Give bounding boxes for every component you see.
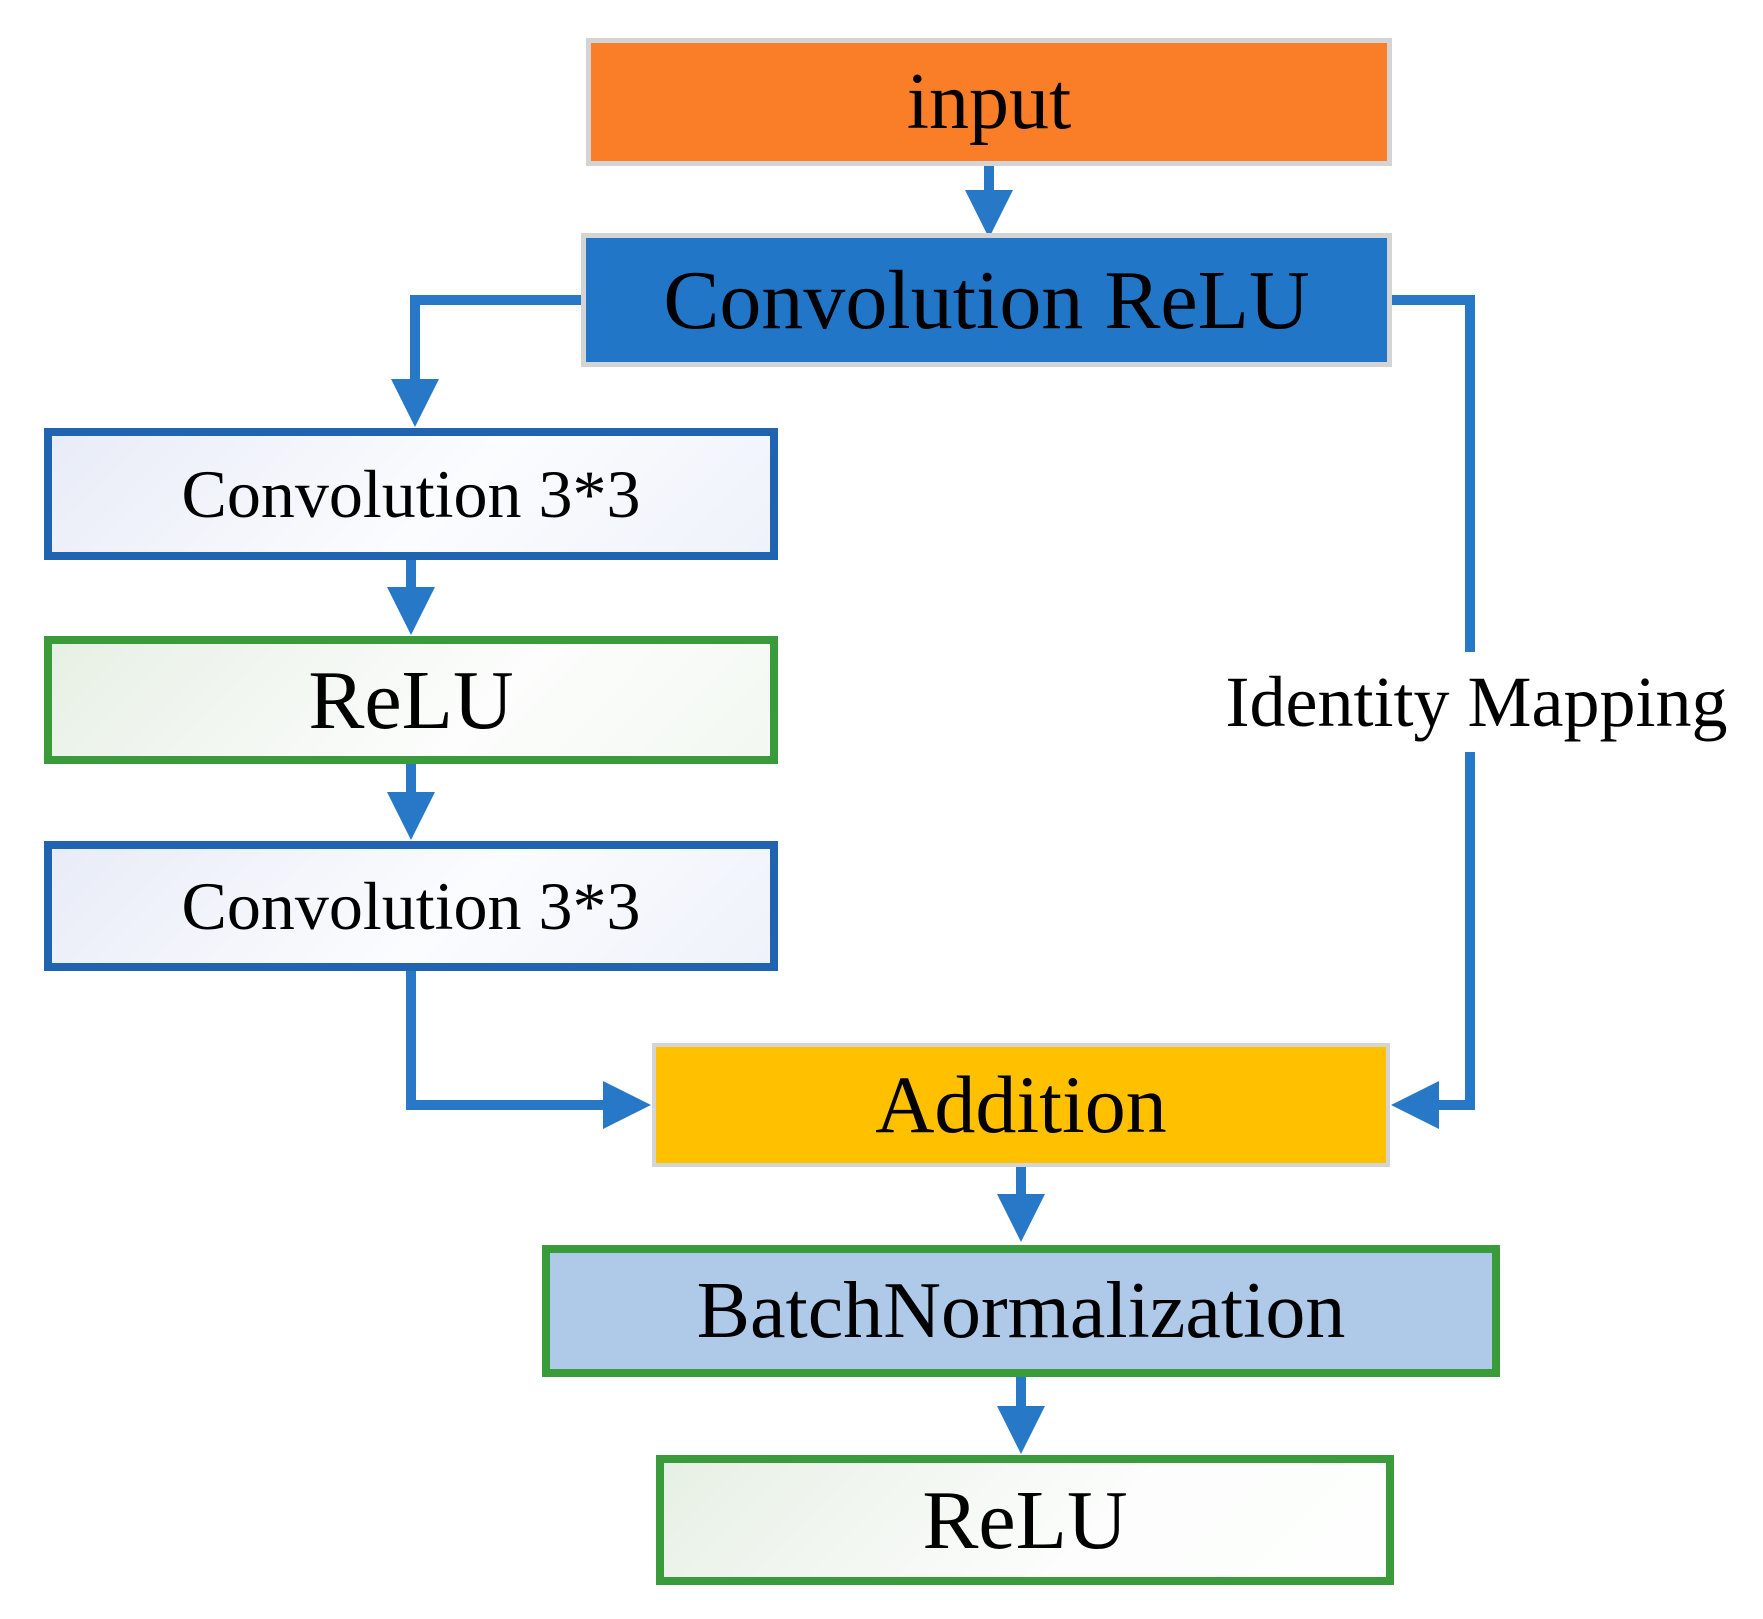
node-relu-output-label: ReLU: [922, 1473, 1128, 1567]
identity-mapping-label: Identity Mapping: [1225, 661, 1728, 742]
node-convolution-3x3-first: Convolution 3*3: [44, 428, 778, 560]
node-input: input: [586, 38, 1392, 166]
node-relu-first: ReLU: [44, 636, 778, 764]
node-addition-label: Addition: [875, 1059, 1167, 1150]
node-relu-output: ReLU: [656, 1455, 1394, 1585]
node-batch-normalization: BatchNormalization: [542, 1245, 1500, 1377]
edge-convrelu-to-conv1: [391, 295, 586, 427]
edge-identity-lower-segment: [1391, 752, 1475, 1130]
node-input-label: input: [906, 57, 1072, 146]
node-batch-normalization-label: BatchNormalization: [696, 1266, 1346, 1355]
edge-conv2-to-addition: [406, 960, 651, 1129]
node-convolution-relu-label: Convolution ReLU: [663, 253, 1310, 347]
node-convolution-3x3-second: Convolution 3*3: [44, 841, 778, 971]
node-convolution-relu: Convolution ReLU: [581, 233, 1392, 367]
node-addition: Addition: [652, 1043, 1390, 1167]
edge-identity-upper-segment: [1388, 295, 1475, 652]
node-convolution-3x3-second-label: Convolution 3*3: [181, 867, 641, 944]
node-relu-first-label: ReLU: [308, 653, 514, 747]
node-convolution-3x3-first-label: Convolution 3*3: [181, 455, 641, 532]
